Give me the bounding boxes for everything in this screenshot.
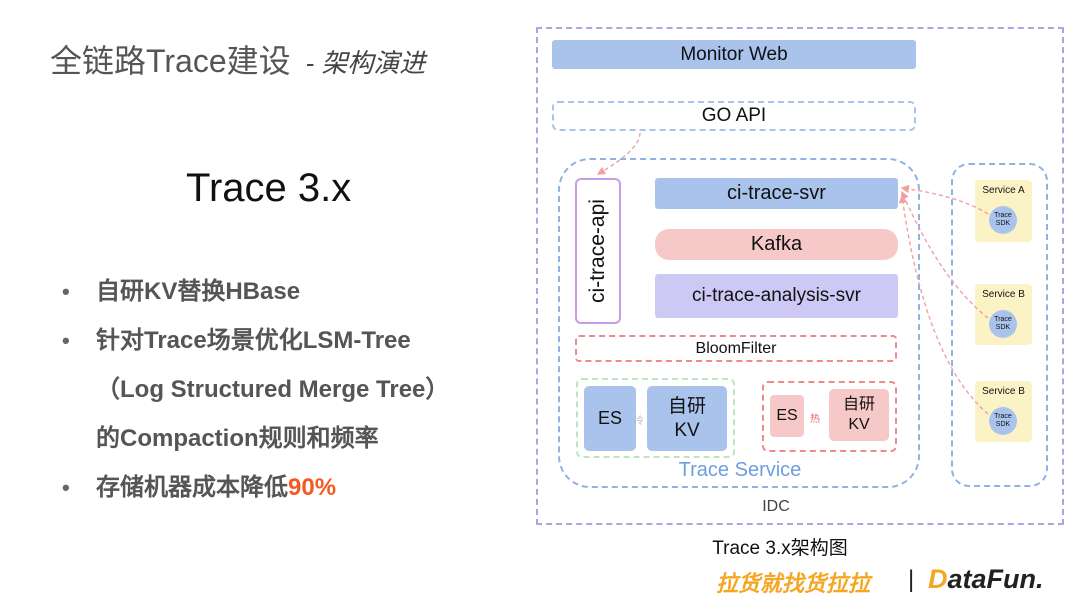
hot-storage-group [762, 381, 897, 452]
kv-hot-label: 自研 KV [842, 396, 875, 433]
ci-trace-api-box: ci-trace-api [575, 178, 621, 324]
service-name: Service A [982, 185, 1025, 196]
service-name: Service B [982, 386, 1025, 397]
trace-sdk-node: Trace SDK [989, 310, 1017, 338]
bullet-text-continuation: （Log Structured Merge Tree） [96, 376, 450, 403]
analysis-svr-box: ci-trace-analysis-svr [655, 274, 898, 318]
trace-service-label: Trace Service [678, 459, 802, 481]
version-title: Trace 3.x [186, 166, 352, 210]
huolala-logo: 拉货就找货拉拉 [716, 571, 871, 596]
logo-separator: | [908, 566, 915, 593]
cost-reduction-highlight: 90% [288, 474, 337, 501]
service-box: Service A Trace SDK [975, 180, 1032, 242]
bullet-dot: • [62, 328, 70, 353]
bullet-list: • 自研KV替换HBase • 针对Trace场景优化LSM-Tree （Log… [62, 276, 512, 521]
bullet-item: • 存储机器成本降低90% [62, 472, 512, 504]
kv-hot-box: 自研 KV [829, 389, 889, 441]
ci-trace-svr-box: ci-trace-svr [655, 178, 898, 209]
bullet-text: 针对Trace场景优化LSM-Tree [96, 327, 411, 354]
datafun-logo: DataFun. [928, 564, 1044, 595]
ci-trace-api-label: ci-trace-api [586, 199, 609, 303]
cold-label: 冷 [634, 416, 644, 427]
es-cold-box: ES [584, 386, 636, 451]
es-hot-box: ES [770, 395, 804, 437]
go-api-box: GO API [552, 101, 916, 131]
kv-cold-box: 自研 KV [647, 386, 727, 451]
trace-sdk-node: Trace SDK [989, 407, 1017, 435]
service-box: Service B Trace SDK [975, 381, 1032, 442]
bullet-item: • 自研KV替换HBase [62, 276, 512, 308]
idc-boundary [536, 27, 1064, 525]
slide-subtitle: - 架构演进 [305, 48, 426, 78]
bullet-item: • 针对Trace场景优化LSM-Tree （Log Structured Me… [62, 325, 512, 455]
service-name: Service B [982, 289, 1025, 300]
hot-label: 热 [810, 414, 820, 425]
cold-storage-group [576, 378, 735, 458]
datafun-logo-rest: ataFun. [947, 564, 1044, 594]
service-box: Service B Trace SDK [975, 284, 1032, 345]
slide-title-main: 全链路Trace建设 [50, 43, 291, 79]
bullet-text: 存储机器成本降低 [96, 474, 288, 501]
kv-cold-label: 自研 KV [667, 395, 706, 441]
bullet-text: 自研KV替换HBase [96, 278, 301, 305]
monitor-web-box: Monitor Web [552, 40, 916, 69]
bullet-dot: • [62, 475, 70, 500]
kafka-box: Kafka [655, 229, 898, 260]
diagram-caption: Trace 3.x架构图 [712, 538, 848, 559]
bullet-text-continuation: 的Compaction规则和频率 [96, 425, 379, 452]
slide-title: 全链路Trace建设 - 架构演进 [50, 36, 425, 82]
bloom-filter-box: BloomFilter [575, 335, 897, 362]
bullet-dot: • [62, 279, 70, 304]
trace-sdk-node: Trace SDK [989, 206, 1017, 234]
datafun-logo-prefix: D [928, 564, 948, 594]
idc-label: IDC [762, 498, 790, 515]
